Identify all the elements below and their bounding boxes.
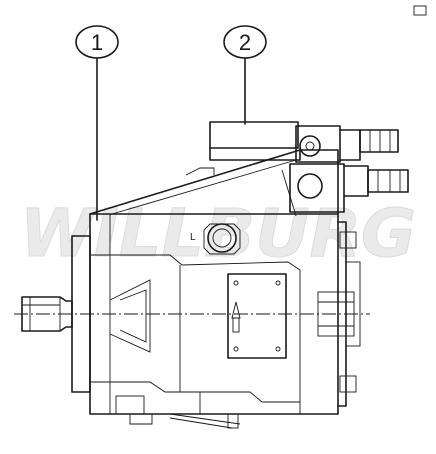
control-valve <box>209 121 409 217</box>
watermark-text: WILLBURG <box>20 195 416 272</box>
sheet-corner-mark <box>413 5 427 16</box>
callout-2-number: 2 <box>239 30 251 55</box>
callout-2: 2 <box>223 25 267 125</box>
callout-1-number: 1 <box>91 30 103 55</box>
port-l: L <box>190 223 241 255</box>
port-label: L <box>190 232 196 243</box>
callout-1: 1 <box>75 25 119 221</box>
watermark: WILLBURG <box>20 195 417 273</box>
name-plate <box>227 273 287 359</box>
